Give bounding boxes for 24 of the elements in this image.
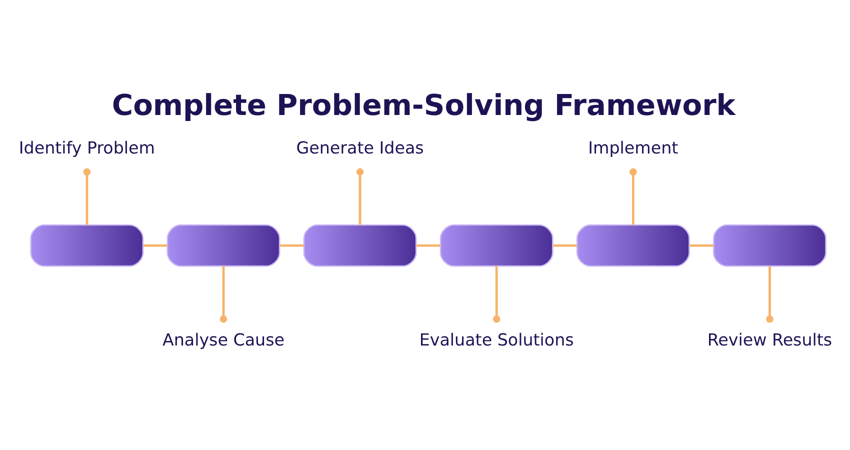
connector (690, 244, 714, 247)
connector (492, 266, 500, 323)
node-box (30, 224, 144, 267)
connector (416, 244, 440, 247)
diagram-title: Complete Problem-Solving Framework (112, 88, 736, 122)
node-text: Analyse Cause (162, 330, 285, 350)
connector (356, 168, 364, 225)
node-box (440, 224, 554, 267)
node-text: Identify Problem (18, 138, 156, 158)
connector (280, 244, 304, 247)
connector (220, 266, 228, 323)
node-box (576, 224, 690, 267)
connector (143, 244, 168, 247)
node-box (713, 224, 826, 267)
connector (630, 168, 637, 225)
node-text: Review Results (707, 330, 832, 350)
node-box (166, 224, 280, 267)
connector (766, 266, 774, 323)
node-text: Evaluate Solutions (419, 330, 574, 350)
node-box (303, 224, 417, 267)
connector (553, 244, 577, 247)
node-text: Generate Ideas (296, 138, 424, 158)
connector (83, 168, 91, 225)
node-text: Implement (588, 138, 678, 158)
